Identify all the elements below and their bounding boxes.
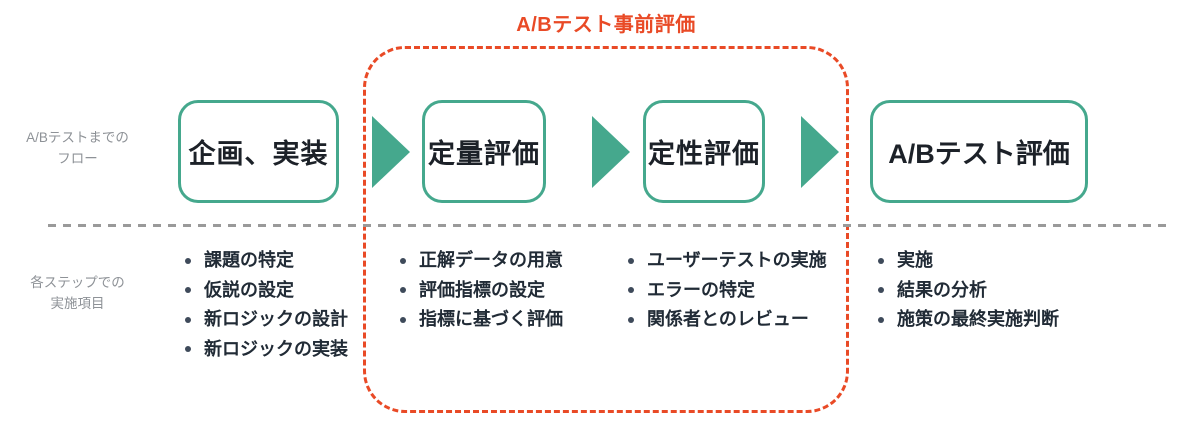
pre-evaluation-title: A/Bテスト事前評価 [516,14,696,36]
list-item: 評価指標の設定 [400,276,563,306]
bullet-icon [628,257,634,264]
pre-evaluation-dashed-frame [363,46,849,413]
bullet-icon [628,287,634,294]
bullet-icon [185,287,191,294]
step-box-qualitative: 定性評価 [643,100,765,203]
task-list-ab-test: 実施 結果の分析 施策の最終実施判断 [878,246,1059,335]
row-label-items-line1: 各ステップでの [30,275,125,290]
bullet-icon [185,346,191,353]
row-label-items-line2: 実施項目 [50,296,105,311]
list-item: 仮説の設定 [185,276,348,306]
task-text: 指標に基づく評価 [419,309,563,329]
bullet-icon [185,257,191,264]
list-item: 課題の特定 [185,246,348,276]
bullet-icon [628,316,634,323]
task-text: 仮説の設定 [204,279,294,300]
task-list-quantitative: 正解データの用意 評価指標の設定 指標に基づく評価 [400,246,563,335]
task-text: 課題の特定 [204,250,294,270]
task-text: 関係者とのレビュー [647,309,809,329]
row-label-flow-line1: A/Bテストまでの [26,130,129,145]
task-text: 結果の分析 [897,279,987,300]
task-text: 施策の最終実施判断 [897,309,1059,329]
task-text: エラーの特定 [647,279,755,300]
row-label-items: 各ステップでの 実施項目 [0,272,155,314]
bullet-icon [400,287,406,294]
row-label-flow: A/Bテストまでの フロー [0,127,155,169]
step-box-planning: 企画、実装 [178,100,339,203]
task-list-planning: 課題の特定 仮説の設定 新ロジックの設計 新ロジックの実装 [185,246,348,364]
list-item: エラーの特定 [628,276,827,306]
list-item: 指標に基づく評価 [400,305,563,335]
list-item: 新ロジックの実装 [185,335,348,365]
step-box-ab-test: A/Bテスト評価 [870,100,1088,203]
task-text: 新ロジックの設計 [204,309,348,329]
bullet-icon [878,287,884,294]
list-item: 正解データの用意 [400,246,563,276]
bullet-icon [185,316,191,323]
list-item: 結果の分析 [878,276,1059,306]
bullet-icon [878,316,884,323]
task-text: 評価指標の設定 [419,279,545,300]
bullet-icon [878,257,884,264]
task-text: ユーザーテストの実施 [647,250,827,270]
list-item: ユーザーテストの実施 [628,246,827,276]
task-text: 実施 [897,250,933,270]
task-text: 正解データの用意 [419,250,563,270]
bullet-icon [400,257,406,264]
task-list-qualitative: ユーザーテストの実施 エラーの特定 関係者とのレビュー [628,246,827,335]
step-box-quantitative: 定量評価 [422,100,546,203]
list-item: 施策の最終実施判断 [878,305,1059,335]
list-item: 実施 [878,246,1059,276]
row-label-flow-line2: フロー [57,151,98,166]
bullet-icon [400,316,406,323]
list-item: 関係者とのレビュー [628,305,827,335]
row-divider-dashed-line [48,224,1166,227]
list-item: 新ロジックの設計 [185,305,348,335]
task-text: 新ロジックの実装 [204,338,348,359]
